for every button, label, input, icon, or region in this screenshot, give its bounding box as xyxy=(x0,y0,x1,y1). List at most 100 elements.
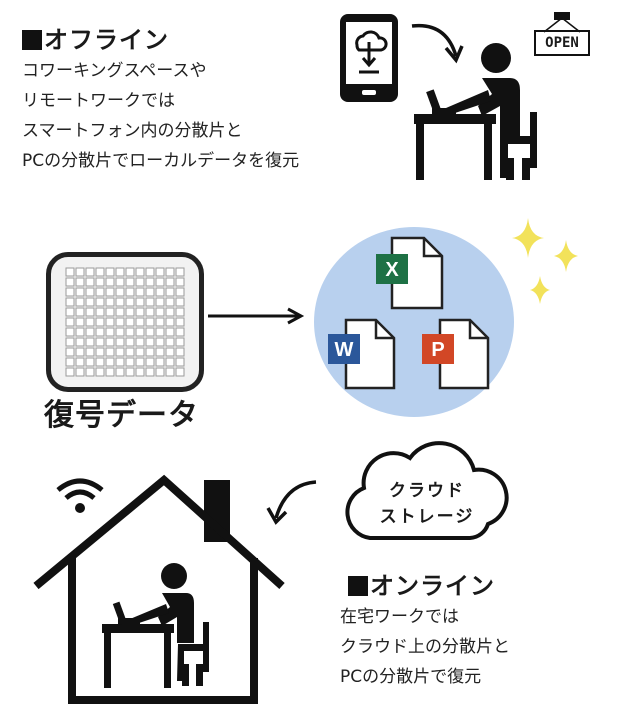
offline-line-2: リモートワークでは xyxy=(22,91,175,111)
offline-line-1: コワーキングスペースや xyxy=(22,61,207,81)
house-icon xyxy=(33,474,285,704)
grid-cell xyxy=(105,287,115,297)
wifi-icon xyxy=(56,478,104,513)
grid-cell xyxy=(175,317,185,327)
grid-cell xyxy=(125,347,135,357)
grid-cell xyxy=(135,267,145,277)
grid-cell xyxy=(75,297,85,307)
grid-cell xyxy=(65,297,75,307)
cloud-line-1: クラウド xyxy=(389,481,465,501)
grid-cell xyxy=(175,297,185,307)
svg-text:X: X xyxy=(385,259,399,281)
grid-cell xyxy=(155,357,165,367)
grid-cell xyxy=(105,327,115,337)
grid-cell xyxy=(135,317,145,327)
grid-cell xyxy=(165,327,175,337)
grid-cell xyxy=(65,277,75,287)
cloud-storage-label: クラウド ストレージ xyxy=(352,478,502,530)
grid-cell xyxy=(85,307,95,317)
grid-cell xyxy=(65,367,75,377)
grid-cell xyxy=(115,307,125,317)
grid-cell xyxy=(145,357,155,367)
online-line-3: PCの分散片で復元 xyxy=(340,667,482,687)
grid-cell xyxy=(155,327,165,337)
grid-cell xyxy=(65,347,75,357)
grid-cell xyxy=(115,337,125,347)
grid-cell xyxy=(165,287,175,297)
powerpoint-file-icon: P xyxy=(422,318,490,390)
word-file-icon: W xyxy=(328,318,396,390)
grid-cell xyxy=(115,267,125,277)
sync-arrow-icon xyxy=(411,23,464,64)
grid-cell xyxy=(165,337,175,347)
grid-cell xyxy=(105,337,115,347)
online-title-text: オンライン xyxy=(370,572,495,600)
grid-cell xyxy=(75,337,85,347)
online-description: 在宅ワークでは クラウド上の分散片と PCの分散片で復元 xyxy=(340,602,510,692)
grid-cell xyxy=(95,297,105,307)
grid-cell xyxy=(75,317,85,327)
bullet-square-icon xyxy=(348,576,368,596)
grid-cell xyxy=(105,317,115,327)
remote-worker-icon xyxy=(414,43,537,180)
grid-cell xyxy=(115,367,125,377)
grid-cell xyxy=(165,317,175,327)
grid-cell xyxy=(65,337,75,347)
open-sign-text: OPEN xyxy=(534,30,590,56)
grid-cell xyxy=(95,307,105,317)
offline-line-3: スマートフォン内の分散片と xyxy=(22,121,243,141)
grid-cell xyxy=(165,347,175,357)
excel-file-icon: X xyxy=(376,236,444,310)
online-title: オンライン xyxy=(348,566,495,601)
grid-cell xyxy=(95,347,105,357)
grid-cell xyxy=(165,297,175,307)
grid-cell xyxy=(125,337,135,347)
grid-cell xyxy=(135,277,145,287)
grid-cell xyxy=(115,347,125,357)
grid-cell xyxy=(95,317,105,327)
grid-cell xyxy=(65,267,75,277)
grid-cell xyxy=(85,367,95,377)
grid-cell xyxy=(65,287,75,297)
grid-cell xyxy=(65,327,75,337)
grid-cell xyxy=(175,357,185,367)
grid-cell xyxy=(95,337,105,347)
grid-cell xyxy=(125,297,135,307)
grid-cell xyxy=(85,337,95,347)
sparkle-icon xyxy=(512,218,578,304)
grid-cell xyxy=(155,307,165,317)
bullet-square-icon xyxy=(22,30,42,50)
online-line-2: クラウド上の分散片と xyxy=(340,637,510,657)
grid-cell xyxy=(135,337,145,347)
grid-cell xyxy=(105,277,115,287)
grid-cell xyxy=(125,267,135,277)
grid-cell xyxy=(155,267,165,277)
online-line-1: 在宅ワークでは xyxy=(340,607,459,627)
grid-cell xyxy=(145,297,155,307)
offline-title: オフライン xyxy=(22,20,169,55)
grid-cell xyxy=(125,327,135,337)
grid-pattern-icon xyxy=(65,267,185,377)
grid-cell xyxy=(115,297,125,307)
grid-cell xyxy=(75,327,85,337)
grid-cell xyxy=(125,307,135,317)
grid-cell xyxy=(105,347,115,357)
grid-cell xyxy=(75,287,85,297)
grid-cell xyxy=(85,327,95,337)
grid-cell xyxy=(135,347,145,357)
svg-text:W: W xyxy=(335,339,354,361)
grid-cell xyxy=(125,317,135,327)
grid-cell xyxy=(175,307,185,317)
sign-hanger-icon xyxy=(543,12,581,33)
grid-cell xyxy=(155,297,165,307)
grid-cell xyxy=(85,287,95,297)
grid-cell xyxy=(65,357,75,367)
grid-cell xyxy=(65,307,75,317)
grid-cell xyxy=(165,307,175,317)
grid-cell xyxy=(85,347,95,357)
grid-cell xyxy=(165,277,175,287)
grid-cell xyxy=(135,367,145,377)
grid-cell xyxy=(145,347,155,357)
grid-cell xyxy=(75,347,85,357)
grid-cell xyxy=(125,277,135,287)
